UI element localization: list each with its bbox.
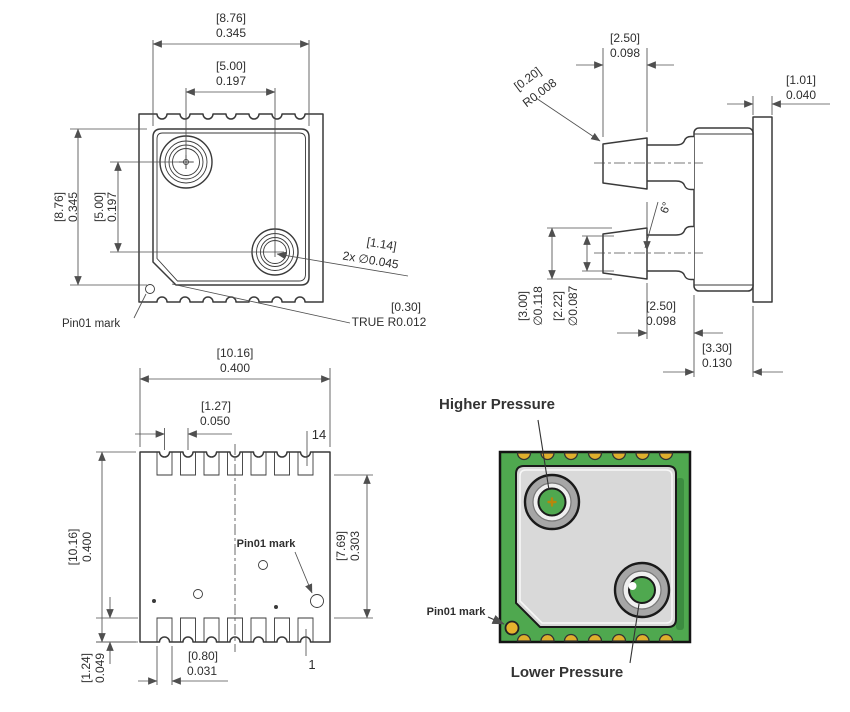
callout-port-dia-mm: [1.14] (366, 235, 398, 254)
top-view: [8.76] 0.345 [5.00] 0.197 [8.76] 0.345 [… (52, 11, 427, 330)
dim-width-in: 0.400 (220, 361, 250, 375)
vent-hole (258, 560, 268, 570)
dim-width-outer-in: 0.345 (216, 26, 246, 40)
dim-width-inner-mm: [5.00] (216, 59, 246, 73)
corner-leader (171, 283, 351, 324)
pin01-leader (487, 614, 505, 625)
dim-body-depth-in: 0.130 (702, 356, 732, 370)
lid-inner-line (156, 132, 306, 282)
castellation-pads (516, 452, 674, 642)
dim-height-inner-mm: [5.00] (92, 192, 106, 222)
pin01-leader (133, 293, 147, 319)
dim-pad-length-mm: [1.24] (79, 653, 93, 683)
render-port-higher (523, 473, 581, 531)
body-detail-lines (694, 133, 753, 286)
dim-port-length-top-in: 0.098 (610, 46, 640, 60)
pin1-label: 1 (308, 657, 315, 672)
bottom-view: [10.16] 0.400 [1.27] 0.050 14 [10.16] 0.… (66, 346, 373, 685)
pin01-mark-hole (310, 594, 324, 608)
dim-port-length-top-mm: [2.50] (610, 31, 640, 45)
pin14-label: 14 (312, 427, 326, 442)
small-dot (274, 605, 278, 609)
dim-pcb-thickness-mm: [1.01] (786, 73, 816, 87)
dim-height-mm: [10.16] (66, 529, 80, 566)
dim-pad-pitch-mm: [1.27] (201, 399, 231, 413)
bottom-view-dimensions (96, 368, 373, 685)
dim-height-inner-in: 0.197 (105, 192, 119, 222)
dim-height-in: 0.400 (80, 532, 94, 562)
pin01-label: Pin01 mark (62, 318, 120, 330)
top-view-dimensions (70, 40, 409, 324)
dim-pad-span-mm: [7.69] (334, 531, 348, 561)
pcb-flange (752, 116, 773, 303)
higher-pressure-label: Higher Pressure (439, 396, 555, 413)
vent-hole (193, 589, 203, 599)
render-view: Higher Pressure Lower Pressure Pin01 mar… (427, 396, 692, 681)
dim-width-inner-in: 0.197 (216, 74, 246, 88)
lid-outline (152, 128, 310, 286)
dim-port-id-mm: [2.22] (551, 291, 565, 321)
pin01-label: Pin01 mark (427, 606, 487, 618)
package-outline (138, 113, 324, 303)
dim-port-length-bottom-mm: [2.50] (646, 299, 676, 313)
side-view: [2.50] 0.098 [0.20] R0.008 [1.01] 0.040 … (511, 31, 830, 377)
dim-pad-width-mm: [0.80] (188, 649, 218, 663)
lid-shadow (676, 478, 684, 630)
dim-port-od-in: ∅0.118 (531, 286, 545, 326)
dim-pcb-thickness-in: 0.040 (786, 88, 816, 102)
dim-width-mm: [10.16] (217, 346, 254, 360)
dim-pad-width-in: 0.031 (187, 664, 217, 678)
dim-height-outer-mm: [8.76] (52, 192, 66, 222)
lid-highlight (519, 469, 673, 624)
dim-port-length-bottom-in: 0.098 (646, 314, 676, 328)
draft-angle-label: 6° (659, 201, 674, 215)
render-leaders (487, 419, 640, 664)
dim-pad-pitch-in: 0.050 (200, 414, 230, 428)
dim-width-outer-mm: [8.76] (216, 11, 246, 25)
port-upper-side (594, 135, 703, 191)
dim-body-depth-mm: [3.30] (702, 341, 732, 355)
dim-port-od-mm: [3.00] (516, 291, 530, 321)
dim-pad-length-in: 0.049 (93, 653, 107, 683)
dim-pad-span-in: 0.303 (348, 531, 362, 561)
small-dot (152, 599, 156, 603)
dim-port-id-in: ∅0.087 (566, 285, 580, 326)
callout-corner-in: TRUE R0.012 (352, 315, 427, 329)
sensor-body (693, 127, 754, 292)
port-lower-side (594, 225, 703, 281)
pin01-label: Pin01 mark (237, 538, 297, 550)
callout-corner-mm: [0.30] (391, 300, 421, 314)
lower-pressure-leader (629, 603, 640, 664)
render-port-lower (613, 561, 671, 619)
pin01-leader (294, 551, 313, 594)
lower-pressure-label: Lower Pressure (511, 664, 624, 681)
side-view-dimensions (535, 48, 830, 377)
pin01-mark-dot (145, 284, 155, 294)
higher-pressure-leader (537, 419, 550, 491)
dim-height-outer-in: 0.345 (66, 192, 80, 222)
pin01-gold-dot (504, 620, 520, 636)
tip-radius-leader (535, 97, 601, 142)
port-dia-leader (276, 251, 409, 277)
